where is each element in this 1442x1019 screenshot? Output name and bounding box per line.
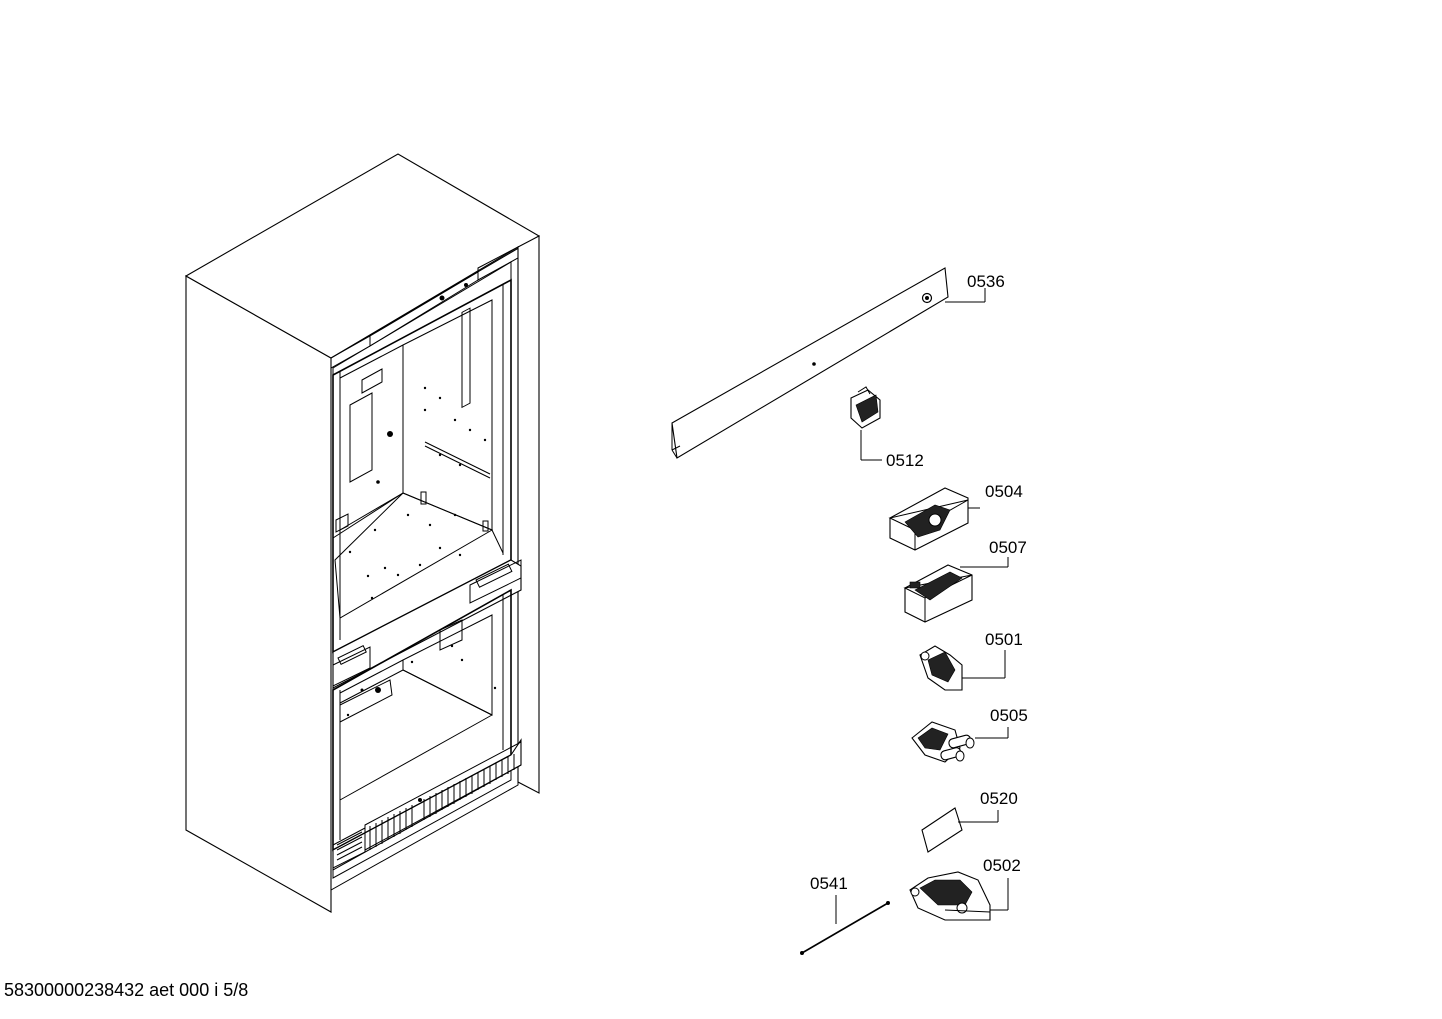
refrigerator-cabinet bbox=[184, 153, 541, 913]
part-label-0505: 0505 bbox=[990, 706, 1028, 725]
part-0512-clip bbox=[850, 386, 882, 461]
part-0520-plate bbox=[921, 807, 999, 853]
part-0505-hinge-pins bbox=[911, 721, 1009, 763]
part-0536-mounting-bar bbox=[671, 267, 986, 459]
part-label-0541: 0541 bbox=[810, 874, 848, 893]
part-label-0501: 0501 bbox=[985, 630, 1023, 649]
part-0504-hinge-bracket bbox=[888, 487, 980, 551]
part-label-0536: 0536 bbox=[967, 272, 1005, 291]
part-label-0502: 0502 bbox=[983, 856, 1021, 875]
part-0502-hinge-assembly bbox=[909, 871, 1009, 921]
part-0507-bracket bbox=[903, 557, 1009, 623]
part-label-0507: 0507 bbox=[989, 538, 1027, 557]
part-0501-hinge bbox=[919, 645, 1006, 691]
part-0541-pin bbox=[800, 895, 890, 955]
part-label-0512: 0512 bbox=[886, 451, 924, 470]
document-footer-id: 58300000238432 aet 000 i 5/8 bbox=[4, 980, 249, 1000]
part-label-0504: 0504 bbox=[985, 482, 1023, 501]
part-label-0520: 0520 bbox=[980, 789, 1018, 808]
